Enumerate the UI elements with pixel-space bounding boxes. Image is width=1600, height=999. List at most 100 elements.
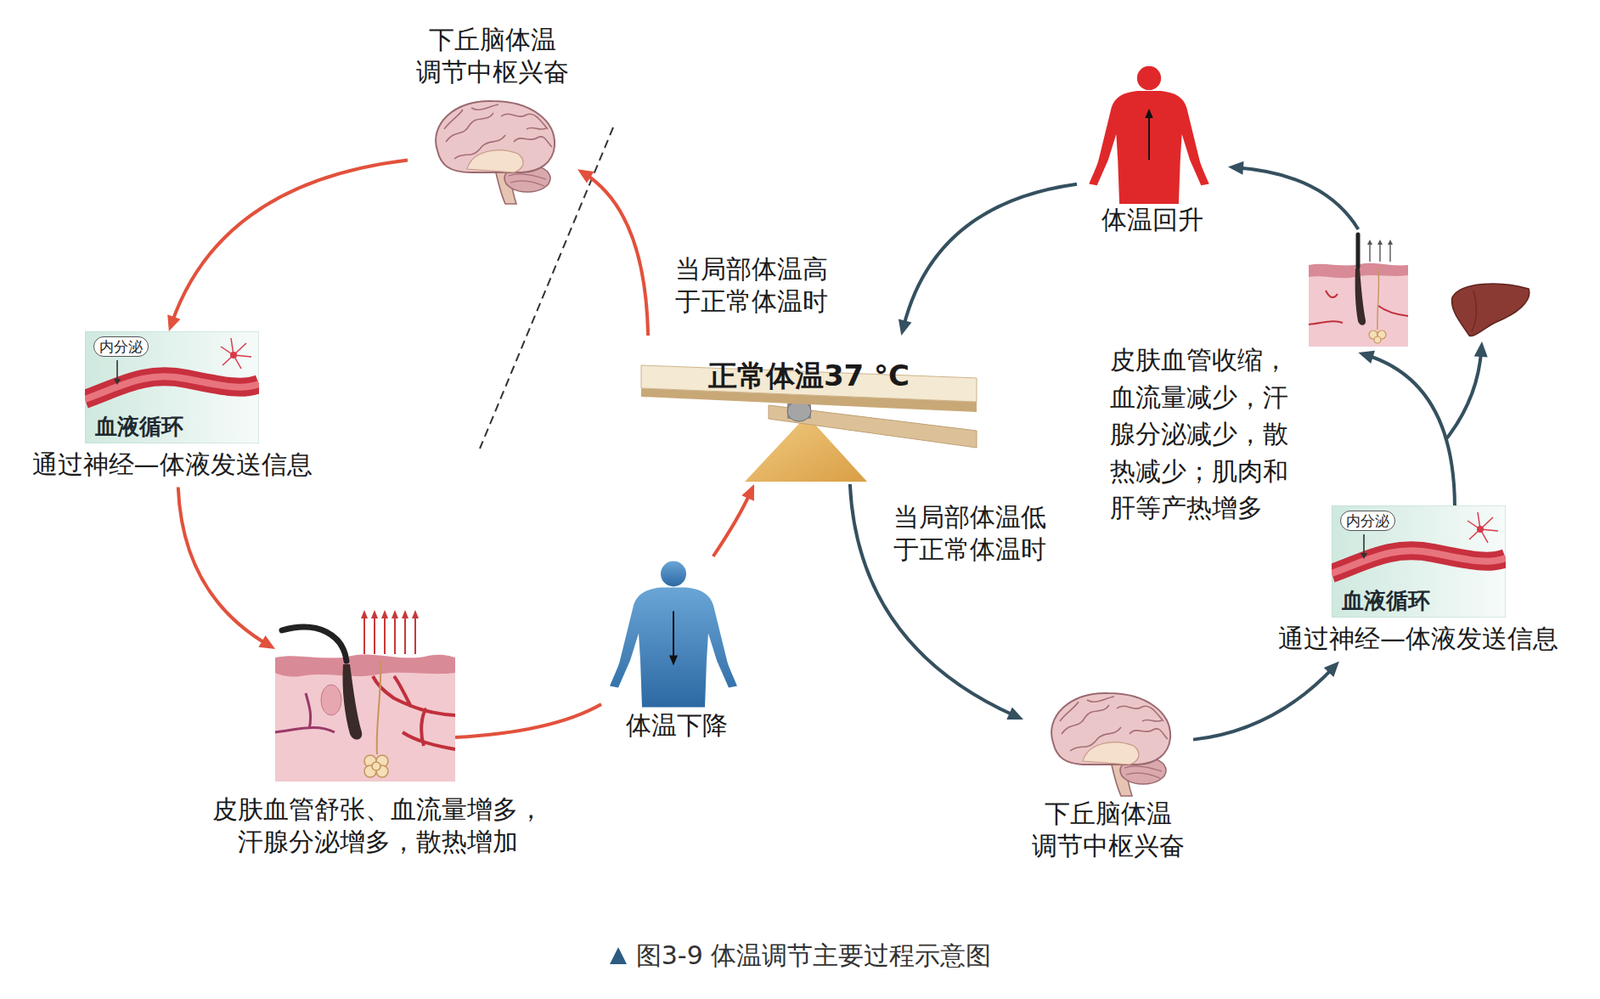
figure-caption: 图3-9 体温调节主要过程示意图: [636, 939, 992, 972]
skin-liver-illustration: [1303, 229, 1542, 353]
skin-liver-illustration-part-part: [1325, 290, 1338, 298]
arrow-head: [898, 319, 913, 336]
divider-dashed-line: [479, 127, 614, 449]
arrow-line: [1236, 167, 1358, 230]
endocrine-tag: 内分泌: [93, 336, 149, 357]
body-warm-illustration-part: [1088, 90, 1209, 204]
center-label: 下丘脑体温 调节中枢兴奋: [1023, 797, 1194, 862]
flow-arrow: [178, 487, 276, 650]
panel-caption: 通过神经—体液发送信息: [1266, 622, 1571, 662]
body-warm-illustration-part: [1144, 108, 1153, 119]
brain-illustration-part: [1059, 696, 1168, 751]
skin-liver-illustration-part-part-part: [1369, 242, 1370, 262]
arrow-line: [455, 704, 602, 738]
arrow-head: [1357, 350, 1375, 364]
skin-illustration-part-part: [360, 609, 368, 619]
skin-liver-illustration-part-part: [1308, 264, 1409, 347]
edge-label: 当局部体温低 于正常体温时: [884, 501, 1055, 565]
branch-arrow-head: [1474, 341, 1488, 358]
arrow-line: [903, 184, 1077, 328]
arrow-head: [167, 314, 181, 332]
balance-illustration: [637, 335, 981, 485]
panel-illustration-part: [1476, 525, 1484, 533]
arrow-line: [1366, 354, 1455, 506]
panel-illustration-part: [84, 331, 260, 444]
node-panel: 内分泌血液循环通过神经—体液发送信息: [17, 331, 327, 488]
body-cold-illustration: [601, 556, 746, 710]
brain-illustration-part: [435, 101, 555, 173]
state-label: 体温回升: [1076, 203, 1229, 237]
brain-illustration-part: [444, 104, 553, 159]
panel-illustration-part: [1331, 550, 1506, 574]
panel-illustration-part: [1331, 550, 1506, 574]
skin-illustration-part-part: [373, 616, 376, 654]
node-panel: 内分泌血液循环通过神经—体液发送信息: [1266, 505, 1571, 662]
arrow-line: [584, 174, 648, 336]
node-brainbottom: 下丘脑体温 调节中枢兴奋: [1023, 679, 1194, 862]
body-cold-illustration-part: [669, 655, 678, 666]
skin-illustration-part: [364, 616, 416, 654]
body-warm-illustration-part: [1148, 114, 1150, 160]
branch-arrow-line: [1445, 349, 1482, 440]
body-cold-illustration-part: [660, 561, 687, 587]
skin-illustration-part-part: [363, 616, 366, 654]
edge-label: 当局部体温高 于正常体温时: [666, 253, 837, 317]
skin-illustration-part: [281, 626, 347, 661]
endocrine-tag: 内分泌: [1340, 510, 1396, 531]
panel-illustration-part: [113, 378, 121, 385]
node-skinr: 皮肤血管收缩， 血流量减少，汗 腺分泌减少，散 热减少；肌肉和 肝等产热增多: [1303, 229, 1542, 353]
skin-liver-illustration-part-part-part: [1379, 242, 1381, 262]
panel-illustration-part: [230, 351, 237, 359]
skin-illustration-part: [275, 653, 456, 677]
arrow-line: [178, 487, 269, 645]
arrow-line: [1193, 667, 1334, 740]
circulation-label: 血液循环: [95, 413, 184, 440]
flow-arrow: [1193, 661, 1340, 740]
node-seesaw: 正常体温37 °C: [637, 335, 981, 485]
arrow-line: [171, 160, 408, 324]
arrow-head: [1006, 706, 1024, 720]
node-skinl: 皮肤血管舒张、血流量增多， 汗腺分泌增多，散热增加: [275, 604, 456, 782]
skin-illustration-part: [321, 684, 342, 716]
signal-panel: 内分泌血液循环: [1331, 505, 1506, 618]
arrow-line: [713, 491, 751, 557]
flow-arrow: [167, 160, 408, 333]
skin-illustration-part-part: [411, 609, 419, 619]
arrow-head: [1228, 161, 1245, 175]
skin-illustration-part: [377, 660, 382, 755]
caption-marker: [608, 945, 628, 966]
brain-illustration-part: [1051, 692, 1171, 765]
flow-arrow: [1228, 161, 1358, 230]
panel-illustration-part: [84, 376, 260, 400]
skin-illustration-part: [275, 692, 335, 733]
skin-liver-illustration-part-part: [1356, 234, 1361, 267]
skin-illustration-part-part: [371, 761, 381, 771]
flow-arrow: [577, 169, 648, 336]
skin-illustration-part-part: [414, 616, 417, 654]
response-text: 皮肤血管收缩， 血流量减少，汗 腺分泌减少，散 热减少；肌肉和 肝等产热增多: [1109, 341, 1302, 527]
body-warm-illustration: [1076, 63, 1222, 204]
skin-illustration-part-part: [391, 609, 399, 619]
brain-illustration: [420, 90, 565, 206]
caption-block: 图3-9 体温调节主要过程示意图: [0, 939, 1600, 972]
signal-panel: 内分泌血液循环: [84, 331, 260, 444]
circulation-label: 血液循环: [1341, 587, 1431, 615]
skin-liver-illustration-part: [1452, 283, 1530, 337]
normal-temp-label: 正常体温37 °C: [637, 357, 981, 395]
panel-illustration-part: [1331, 505, 1506, 618]
skin-liver-illustration-part: [1308, 234, 1409, 347]
panel-illustration-part: [220, 338, 252, 369]
skin-illustration-part: [275, 657, 456, 782]
node-body: 体温下降: [601, 556, 753, 742]
body-warm-illustration-part: [1137, 66, 1161, 91]
panel-illustration-part: [116, 360, 119, 381]
skin-liver-illustration-part-part: [1308, 305, 1409, 325]
node-body: 体温回升: [1076, 63, 1229, 237]
flow-arrow: [1357, 350, 1455, 506]
panel-illustration-part: [84, 376, 260, 400]
body-cold-illustration-part: [609, 587, 738, 708]
skin-illustration-part: [342, 664, 362, 740]
state-label: 体温下降: [601, 709, 753, 742]
skin-illustration-part-part: [381, 609, 389, 619]
flow-arrow: [898, 184, 1077, 336]
